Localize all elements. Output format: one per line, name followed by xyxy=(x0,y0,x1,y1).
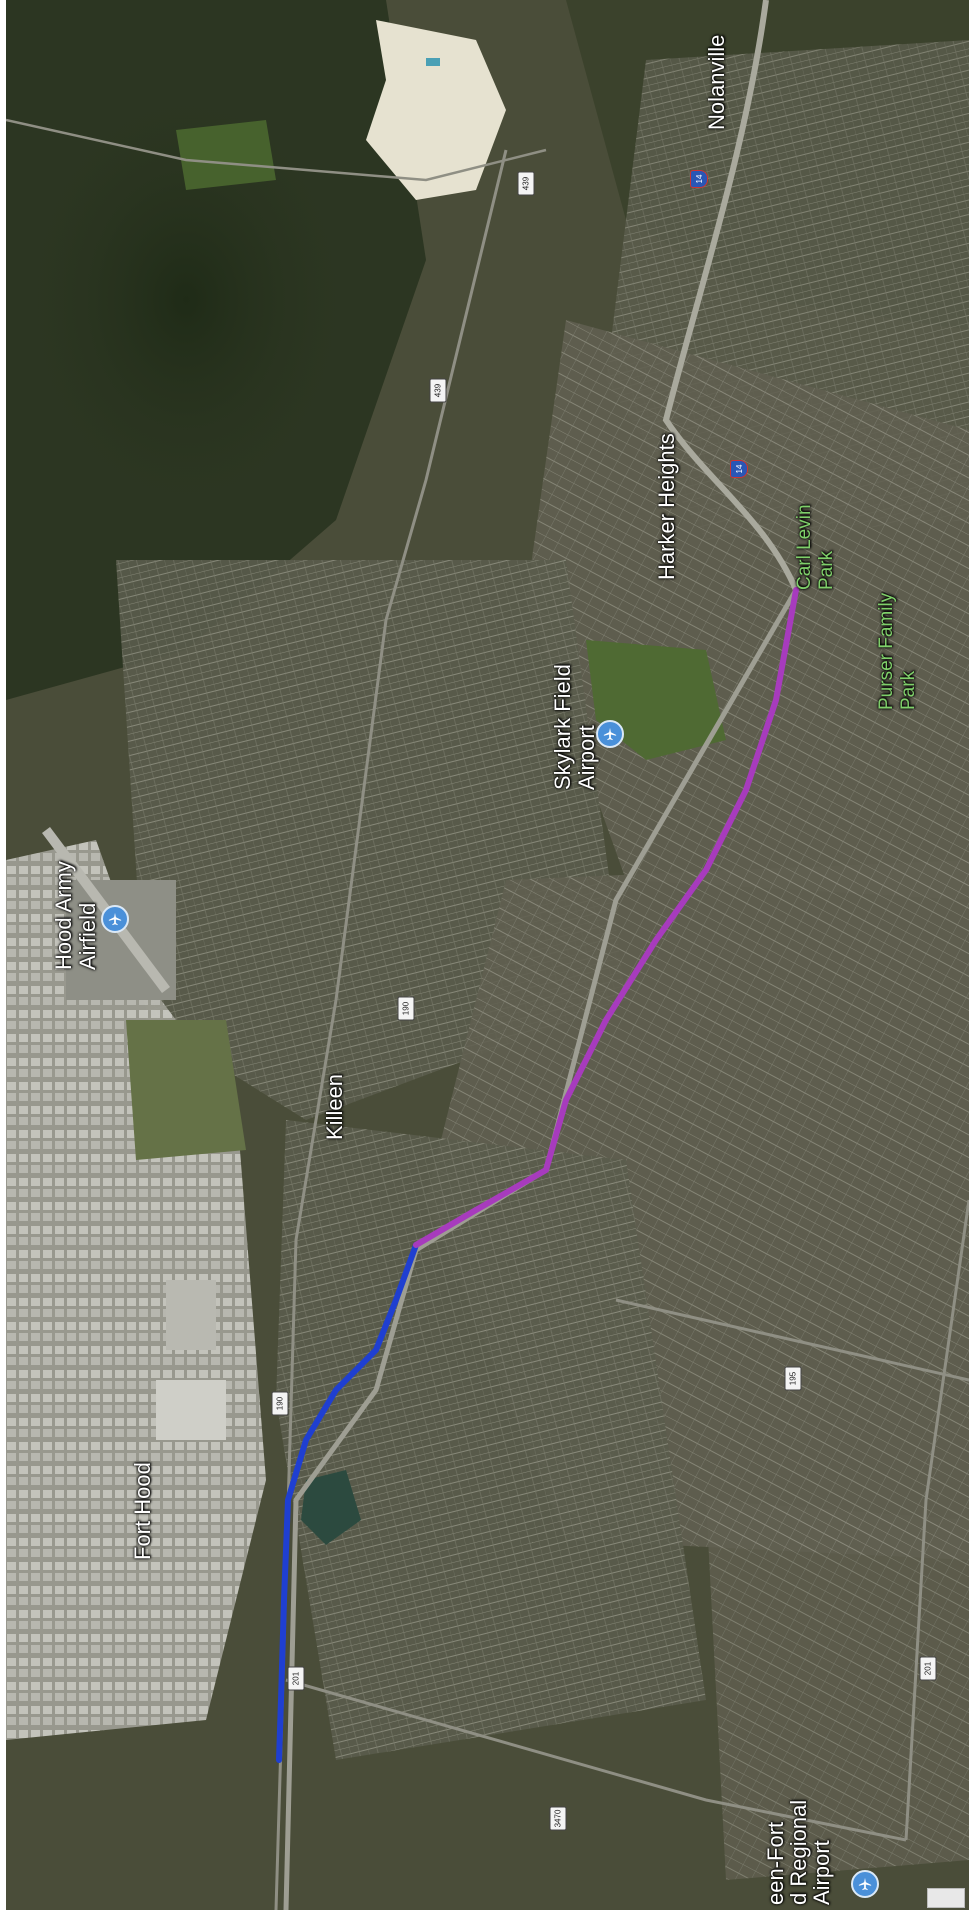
label-killeen-regional-airport[interactable]: een-Fort d Regional Airport xyxy=(763,1799,834,1905)
label-hood-army-airfield[interactable]: Hood Army Airfield xyxy=(51,861,100,970)
shield-us190-a: 190 xyxy=(397,996,415,1021)
green-patch-fort xyxy=(126,1020,246,1160)
label-harker-heights[interactable]: Harker Heights xyxy=(654,433,679,580)
satellite-map[interactable]: 14 14 439 439 190 190 195 201 201 3470 N… xyxy=(6,0,969,1910)
woodland-dark-patch xyxy=(6,40,386,560)
plane-glyph xyxy=(108,912,122,926)
urban-harker-heights xyxy=(526,320,969,900)
label-carl-levin-park[interactable]: Carl Levin Park xyxy=(794,504,837,590)
road-201 xyxy=(285,1678,907,1842)
road-east-201 xyxy=(904,1199,969,1841)
shield-i14-south: 14 xyxy=(730,460,748,478)
fort-hood-lot-2 xyxy=(166,1280,216,1350)
road-east-195 xyxy=(615,1298,969,1382)
label-killeen[interactable]: Killeen xyxy=(322,1073,347,1140)
airport-icon-hood[interactable] xyxy=(101,905,129,933)
urban-killeen-south xyxy=(276,1120,706,1760)
map-canvas[interactable] xyxy=(6,0,969,1910)
plane-glyph xyxy=(603,727,617,741)
shield-fm439-north: 439 xyxy=(517,171,535,196)
lake xyxy=(301,1470,361,1545)
label-nolanville[interactable]: Nolanville xyxy=(704,34,729,130)
interstate-14 xyxy=(662,0,799,592)
quarry-pond xyxy=(426,58,440,66)
shield-201-b: 201 xyxy=(919,1656,937,1681)
airport-icon-regional[interactable] xyxy=(851,1870,879,1898)
shield-3470: 3470 xyxy=(549,1806,567,1831)
map-corner-badge xyxy=(927,1888,965,1908)
road-fm-439 xyxy=(274,149,508,1910)
route-blue-segment xyxy=(276,1242,419,1763)
label-purser-family-park[interactable]: Purser Family Park xyxy=(876,592,919,710)
shield-fm439-mid: 439 xyxy=(429,378,447,403)
road-quarry xyxy=(6,118,547,182)
green-patch-northwest xyxy=(176,120,276,190)
shield-us190-b: 190 xyxy=(271,1391,289,1416)
quarry xyxy=(366,20,506,200)
shield-201-a: 201 xyxy=(287,1666,305,1691)
fort-hood-lot-1 xyxy=(156,1380,226,1440)
shield-195: 195 xyxy=(784,1366,802,1391)
shield-i14-north: 14 xyxy=(690,170,708,188)
route-purple-segment xyxy=(413,587,799,1248)
plane-glyph xyxy=(858,1877,872,1891)
label-fort-hood[interactable]: Fort Hood xyxy=(130,1462,155,1560)
urban-south-east xyxy=(706,1500,969,1880)
airport-icon[interactable] xyxy=(596,720,624,748)
label-skylark-field-airport[interactable]: Skylark Field Airport xyxy=(550,664,599,790)
